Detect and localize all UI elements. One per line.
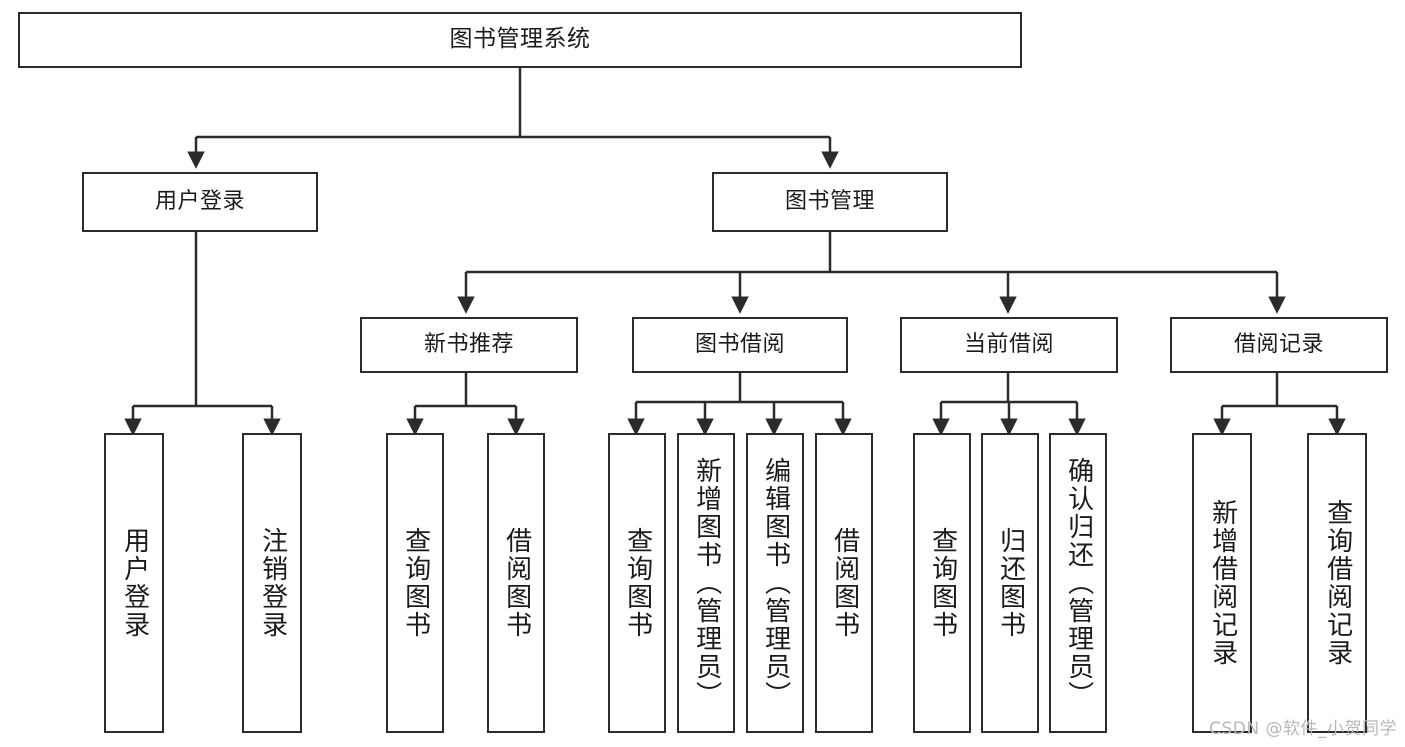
node-leaf-new-book-1-label: 查询图书 — [400, 527, 431, 639]
node-leaf-current-borrow-1-label: 查询图书 — [927, 527, 958, 639]
node-group-new-book-recommend-label: 新书推荐 — [423, 331, 514, 357]
node-leaf-user-login-2-label: 注销登录 — [257, 527, 288, 639]
node-leaf-current-borrow-3[interactable]: 确认归还（管理员） — [1049, 433, 1107, 733]
node-leaf-user-login-2[interactable]: 注销登录 — [242, 433, 302, 733]
node-group-borrow-record-label: 借阅记录 — [1233, 331, 1324, 357]
node-leaf-book-borrow-2-label: 新增图书（管理员） — [691, 457, 722, 709]
node-group-book-borrow-label: 图书借阅 — [694, 331, 785, 357]
watermark: CSDN @软件_小贺同学 — [1209, 719, 1397, 739]
node-user-login-label: 用户登录 — [154, 188, 245, 214]
node-leaf-borrow-record-2[interactable]: 查询借阅记录 — [1307, 433, 1367, 733]
node-root[interactable]: 图书管理系统 — [18, 12, 1022, 68]
node-leaf-current-borrow-1[interactable]: 查询图书 — [913, 433, 971, 733]
node-leaf-current-borrow-2-label: 归还图书 — [995, 527, 1026, 639]
node-leaf-book-borrow-4-label: 借阅图书 — [829, 527, 860, 639]
node-group-new-book-recommend[interactable]: 新书推荐 — [360, 317, 578, 373]
node-leaf-book-borrow-1[interactable]: 查询图书 — [608, 433, 666, 733]
node-leaf-new-book-2[interactable]: 借阅图书 — [487, 433, 545, 733]
node-leaf-user-login-1[interactable]: 用户登录 — [104, 433, 164, 733]
node-group-borrow-record[interactable]: 借阅记录 — [1170, 317, 1388, 373]
node-leaf-borrow-record-1-label: 新增借阅记录 — [1207, 499, 1238, 667]
node-group-current-borrow[interactable]: 当前借阅 — [900, 317, 1118, 373]
node-leaf-book-borrow-2[interactable]: 新增图书（管理员） — [677, 433, 735, 733]
node-leaf-user-login-1-label: 用户登录 — [119, 527, 150, 639]
node-leaf-borrow-record-1[interactable]: 新增借阅记录 — [1192, 433, 1252, 733]
node-leaf-borrow-record-2-label: 查询借阅记录 — [1322, 499, 1353, 667]
node-leaf-book-borrow-3[interactable]: 编辑图书（管理员） — [746, 433, 804, 733]
node-root-label: 图书管理系统 — [449, 26, 591, 53]
node-group-book-borrow[interactable]: 图书借阅 — [632, 317, 848, 373]
node-leaf-current-borrow-2[interactable]: 归还图书 — [981, 433, 1039, 733]
node-user-login[interactable]: 用户登录 — [82, 172, 318, 232]
node-leaf-current-borrow-3-label: 确认归还（管理员） — [1063, 457, 1094, 709]
node-leaf-book-borrow-3-label: 编辑图书（管理员） — [760, 457, 791, 709]
node-leaf-new-book-1[interactable]: 查询图书 — [386, 433, 444, 733]
node-book-manage[interactable]: 图书管理 — [712, 172, 948, 232]
node-leaf-book-borrow-1-label: 查询图书 — [622, 527, 653, 639]
node-group-current-borrow-label: 当前借阅 — [963, 331, 1054, 357]
node-book-manage-label: 图书管理 — [784, 188, 875, 214]
node-leaf-new-book-2-label: 借阅图书 — [501, 527, 532, 639]
node-leaf-book-borrow-4[interactable]: 借阅图书 — [815, 433, 873, 733]
